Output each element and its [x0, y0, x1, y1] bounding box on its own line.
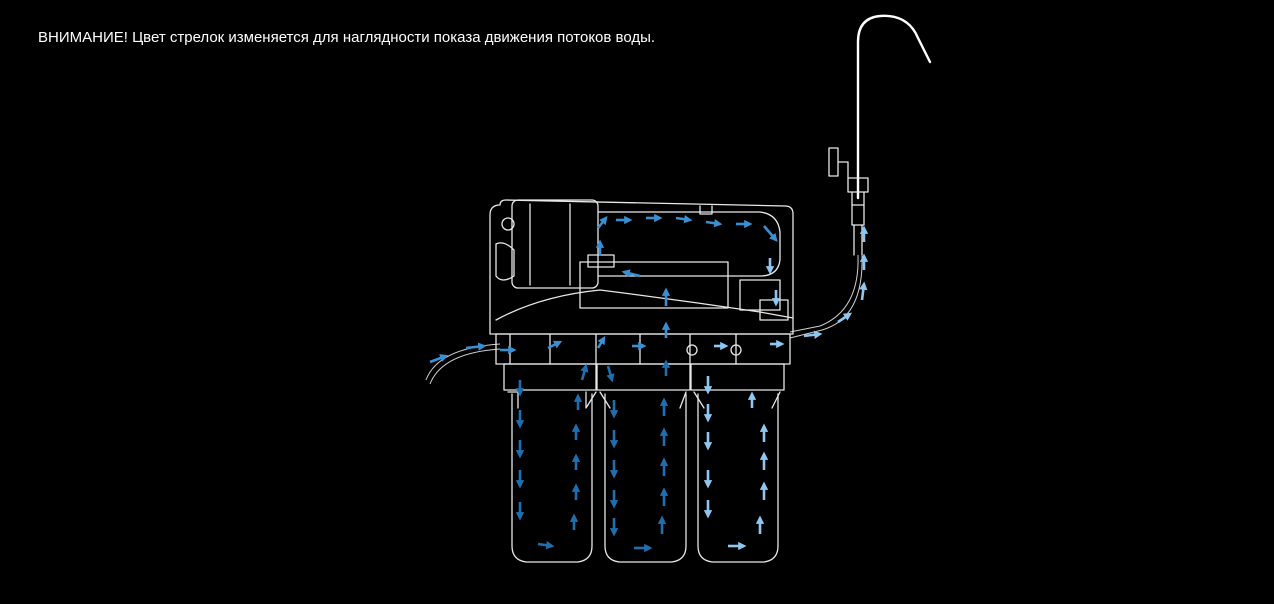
- manifold: [495, 333, 791, 365]
- side-fitting: [495, 242, 515, 281]
- flow-arrow: [837, 312, 853, 324]
- flow-arrow: [705, 219, 723, 228]
- filter-stage-3: [690, 363, 785, 563]
- faucet-lever: [837, 161, 849, 179]
- flow-arrow: [621, 269, 641, 278]
- membrane-tube: [597, 211, 781, 277]
- controller-box: [579, 261, 729, 309]
- faucet-base: [851, 191, 865, 206]
- faucet-stem: [851, 204, 865, 226]
- flow-arrow: [537, 541, 555, 550]
- inlet-tube-outer: [429, 348, 501, 385]
- fitting-ring-a: [686, 344, 698, 356]
- filter-1-body: [511, 393, 593, 563]
- manifold-block: [495, 333, 791, 365]
- filter-1-cap: [503, 363, 597, 391]
- flow-arrow: [763, 225, 778, 242]
- flow-arrow: [675, 215, 693, 224]
- mount-hole: [501, 217, 515, 231]
- pump-motor-ribs: [529, 203, 571, 286]
- flow-arrow: [580, 363, 589, 381]
- housing-outline: [489, 199, 794, 335]
- flow-arrow: [803, 330, 823, 339]
- filter-3-cap: [690, 363, 785, 391]
- flow-arrow: [596, 335, 606, 349]
- flow-arrow: [465, 342, 487, 351]
- filter-3-neck: [693, 391, 781, 409]
- flow-arrow: [547, 340, 563, 350]
- inlet-tube: [425, 343, 501, 381]
- flow-arrow: [429, 354, 449, 364]
- faucet-supply-tube: [789, 254, 859, 333]
- filter-2-body: [604, 393, 687, 563]
- manifold-fittings: [509, 333, 737, 365]
- faucet: [828, 14, 932, 256]
- filter-stage-1: [503, 363, 597, 563]
- faucet-supply-tube-outer: [789, 254, 863, 339]
- faucet-handle: [828, 147, 839, 177]
- faucet-body: [847, 177, 869, 193]
- sensor: [587, 254, 615, 268]
- faucet-spout: [856, 14, 932, 200]
- flow-arrow: [606, 365, 615, 383]
- faucet-connector: [853, 224, 863, 256]
- flow-color-notice: ВНИМАНИЕ! Цвет стрелок изменяется для на…: [38, 29, 656, 46]
- housing-lower-curve: [495, 289, 794, 321]
- flow-arrows: [429, 213, 869, 553]
- filter-2-cap: [596, 363, 691, 391]
- flow-arrow: [596, 216, 608, 229]
- pump-housing: [489, 199, 794, 335]
- filter-2-neck: [599, 391, 687, 409]
- fitting-ring-b: [730, 344, 742, 356]
- flow-arrow: [859, 281, 868, 301]
- pump-motor: [511, 199, 599, 289]
- top-clip: [699, 205, 713, 215]
- filter-3-body: [697, 393, 779, 563]
- filter-1-neck: [507, 391, 597, 409]
- filter-stage-2: [596, 363, 691, 563]
